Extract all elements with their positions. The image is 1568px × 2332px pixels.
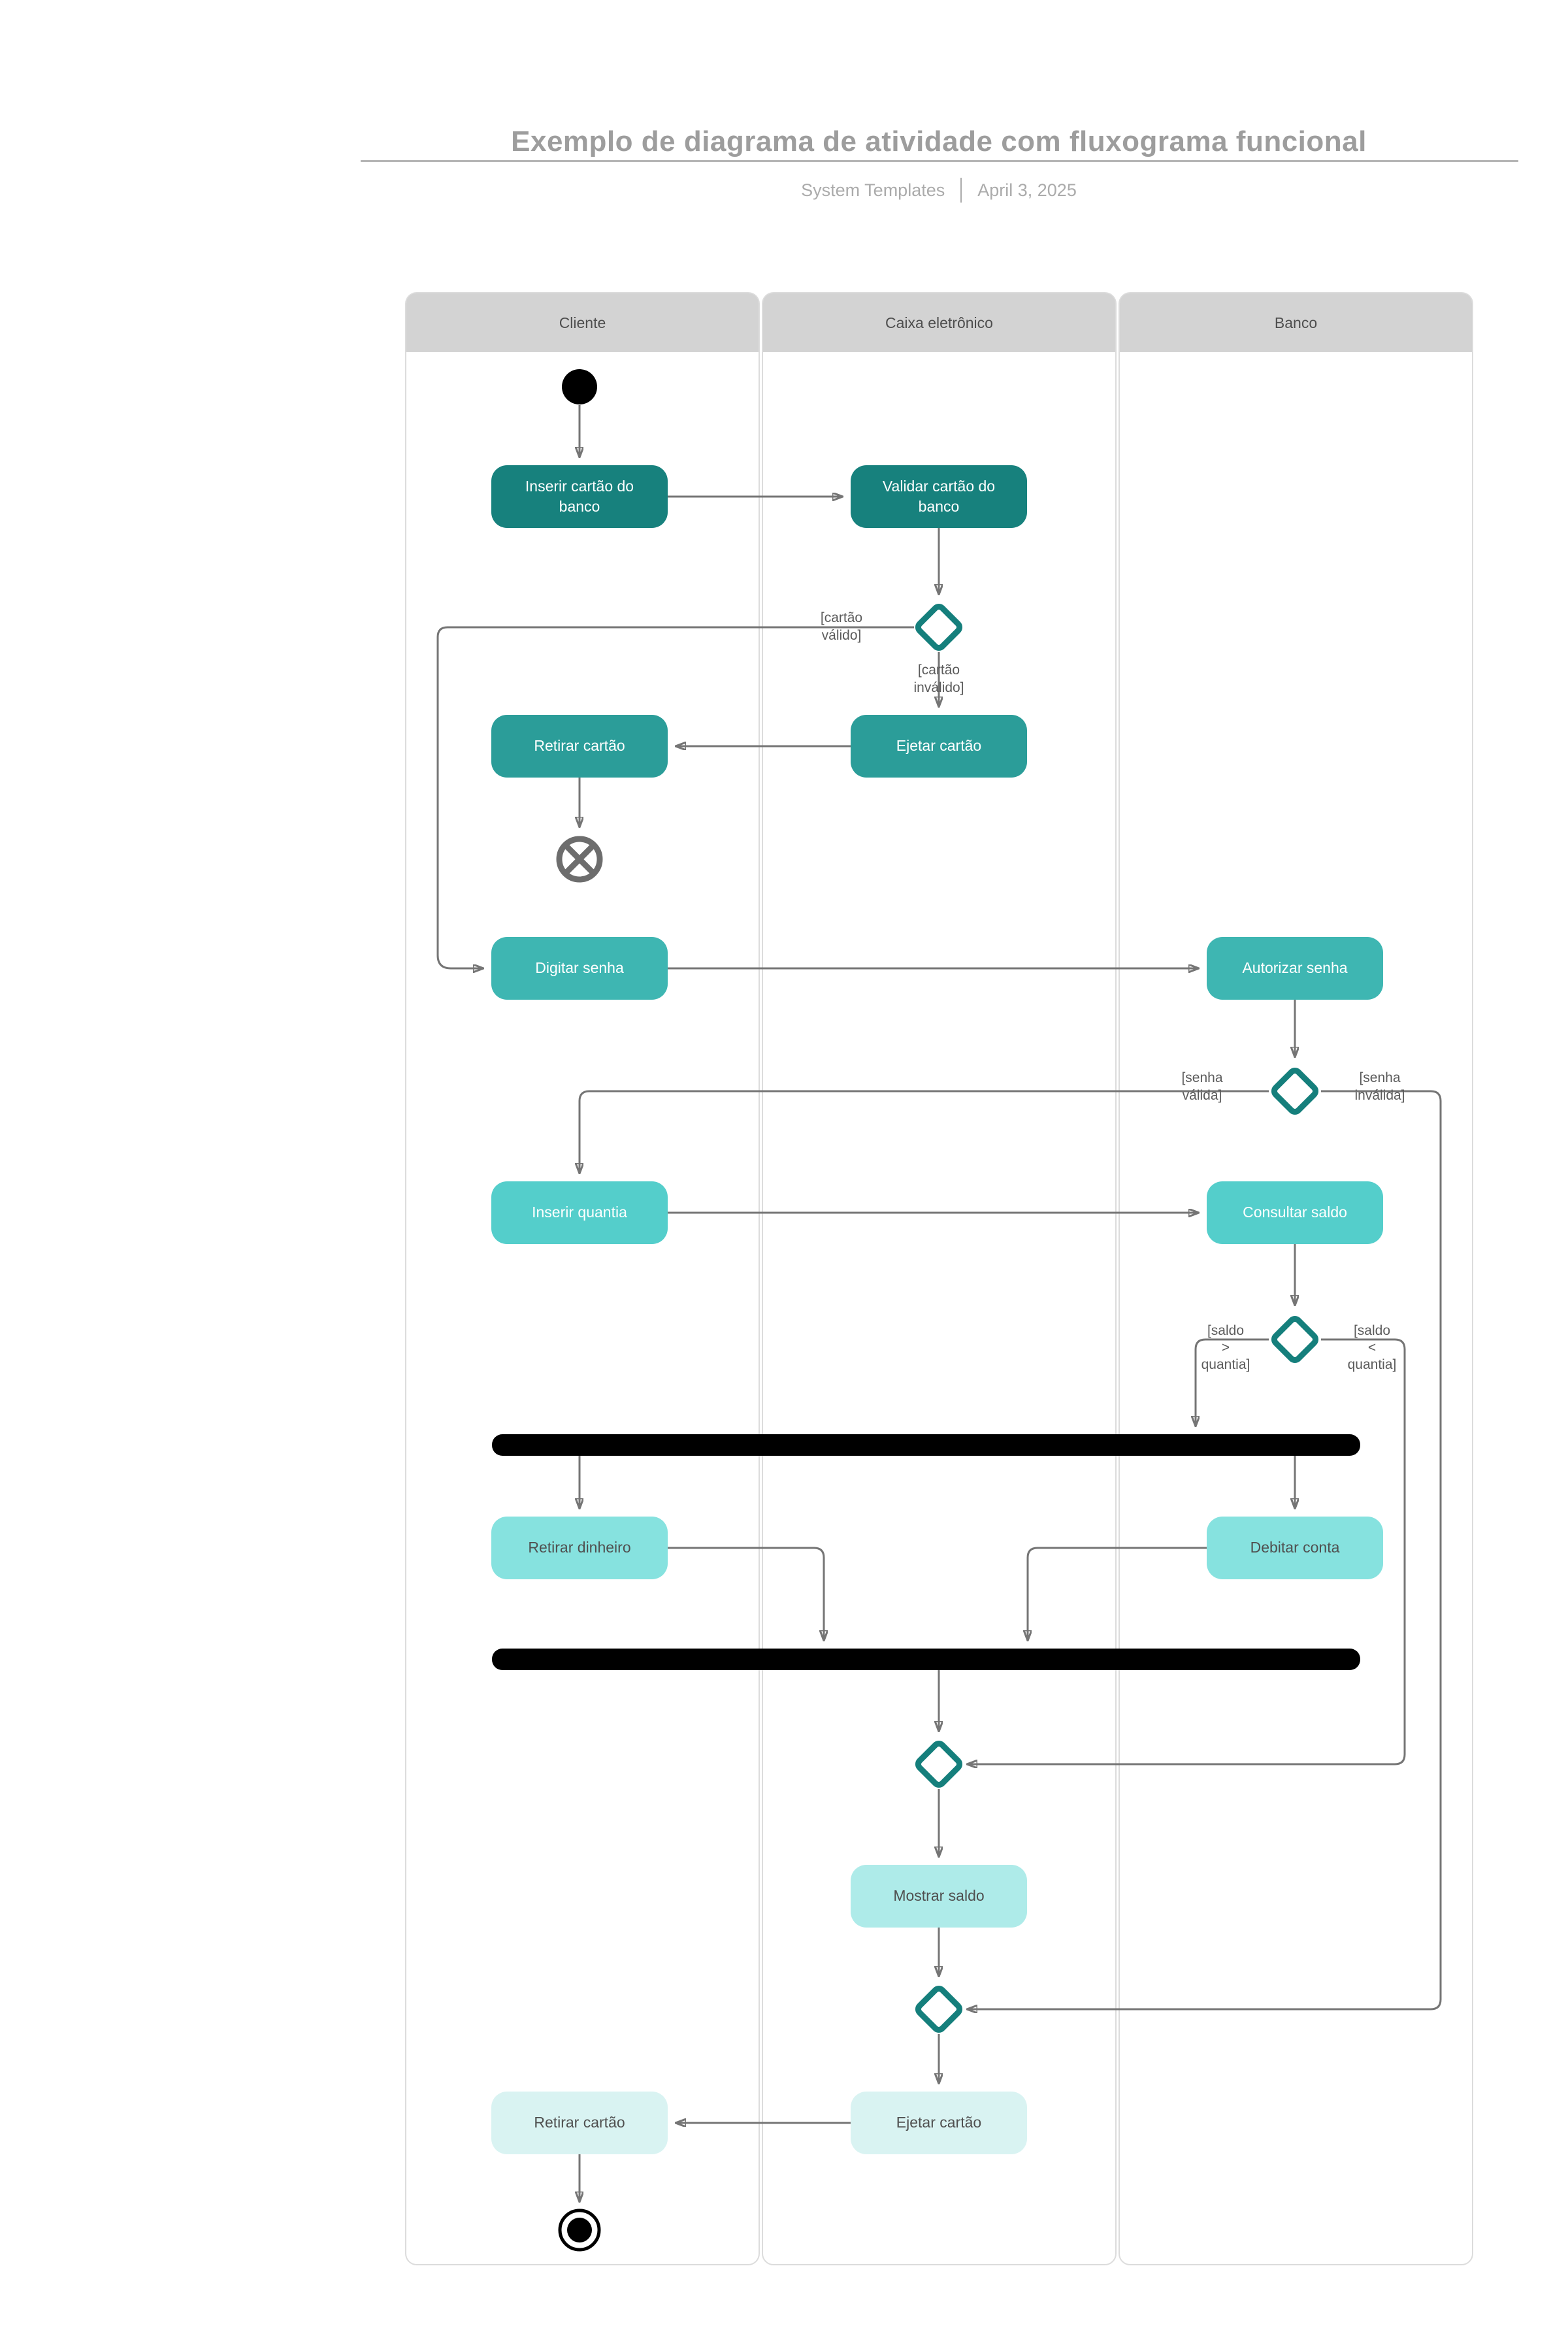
- subtitle: System Templates April 3, 2025: [286, 178, 1568, 203]
- activity-retirar-dinheiro: Retirar dinheiro: [491, 1517, 668, 1579]
- edge-saldo-menor-to-merge-saldo: [968, 1338, 1406, 1764]
- lane-header-cliente: Cliente: [406, 293, 759, 352]
- lane-header-caixa-eletronico: Caixa eletrônico: [763, 293, 1115, 352]
- activity-final-node: [558, 2209, 601, 2252]
- fork-bar: [492, 1434, 1360, 1456]
- guard-cartao-valido: [cartão válido]: [820, 610, 863, 643]
- activity-mostrar-saldo: Mostrar saldo: [851, 1865, 1027, 1928]
- activity-ejetar-cartao-1: Ejetar cartão: [851, 715, 1027, 778]
- guard-saldo-menor: [saldo < quantia]: [1347, 1323, 1397, 1372]
- activity-autorizar-senha: Autorizar senha: [1207, 937, 1383, 1000]
- lane-header-banco: Banco: [1120, 293, 1472, 352]
- initial-node: [562, 369, 597, 404]
- activity-digitar-senha: Digitar senha: [491, 937, 668, 1000]
- activity-inserir-quantia: Inserir quantia: [491, 1181, 668, 1244]
- activity-debitar-conta: Debitar conta: [1207, 1517, 1383, 1579]
- guard-senha-invalida: [senha inválida]: [1354, 1070, 1405, 1103]
- activity-ejetar-cartao-2: Ejetar cartão: [851, 2092, 1027, 2154]
- edge-senha-invalida-to-merge-senha: [968, 1090, 1442, 2009]
- join-bar: [492, 1649, 1360, 1670]
- edge-retirar-dinheiro-to-join: [668, 1547, 824, 1639]
- guard-cartao-invalido: [cartão inválido]: [913, 663, 964, 695]
- activity-consultar-saldo: Consultar saldo: [1207, 1181, 1383, 1244]
- activity-retirar-cartao-2: Retirar cartão: [491, 2092, 668, 2154]
- date: April 3, 2025: [977, 180, 1077, 200]
- flow-final-node: [556, 836, 603, 883]
- edge-saldo-maior-to-fork: [1196, 1338, 1269, 1425]
- lane-cliente: Cliente: [405, 292, 760, 2265]
- guard-senha-valida: [senha válida]: [1181, 1070, 1223, 1103]
- guard-saldo-maior: [saldo > quantia]: [1201, 1323, 1250, 1372]
- edge-cartao-valido-to-digitar-senha: [436, 626, 914, 968]
- activity-retirar-cartao-1: Retirar cartão: [491, 715, 668, 778]
- edge-debitar-conta-to-join: [1028, 1547, 1207, 1639]
- activity-inserir-cartao: Inserir cartão do banco: [491, 465, 668, 528]
- edge-senha-valida-to-inserir-quantia: [580, 1090, 1269, 1172]
- activity-validar-cartao: Validar cartão do banco: [851, 465, 1027, 528]
- subtitle-divider: [960, 178, 962, 203]
- byline: System Templates: [801, 180, 945, 200]
- title-rule: [361, 160, 1518, 162]
- page-title: Exemplo de diagrama de atividade com flu…: [511, 125, 1367, 157]
